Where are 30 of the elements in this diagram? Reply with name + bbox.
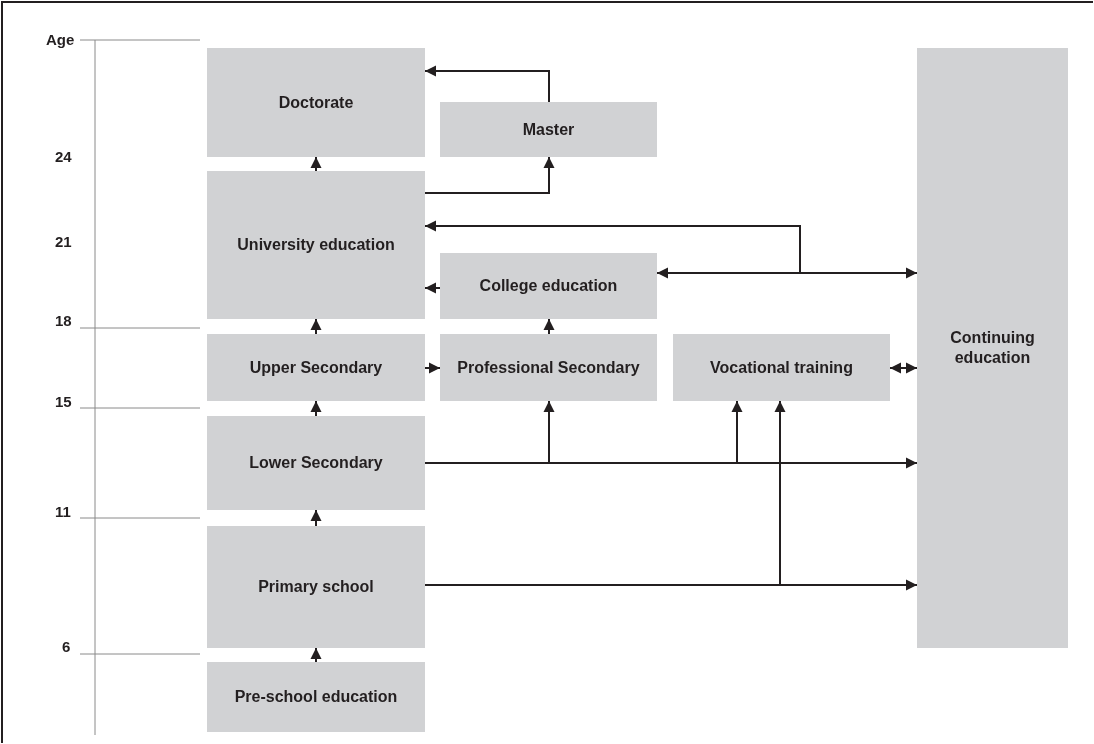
arrow — [424, 400, 743, 464]
arrow — [310, 509, 322, 527]
education-stage-box: Continuing education — [917, 48, 1068, 648]
education-stage-box: Master — [440, 102, 657, 157]
arrow — [310, 647, 322, 663]
education-stage-box: University education — [207, 171, 425, 319]
arrow — [889, 362, 918, 374]
education-stage-box: Vocational training — [673, 334, 890, 401]
education-stage-box: College education — [440, 253, 657, 319]
age-label: 24 — [55, 148, 72, 165]
arrow — [310, 156, 322, 172]
arrow — [543, 318, 555, 335]
age-label: 18 — [55, 312, 72, 329]
age-label: 11 — [55, 503, 71, 520]
education-stage-box: Doctorate — [207, 48, 425, 157]
arrow — [424, 362, 441, 374]
arrow — [310, 400, 322, 417]
age-label: 6 — [62, 638, 71, 655]
age-label: 21 — [55, 233, 72, 250]
arrow — [310, 318, 322, 335]
age-label: 15 — [55, 393, 72, 410]
axis-title: Age — [46, 31, 75, 48]
education-stage-box: Lower Secondary — [207, 416, 425, 510]
education-stage-box: Professional Secondary — [440, 334, 657, 401]
education-stage-box: Upper Secondary — [207, 334, 425, 401]
education-stage-box: Primary school — [207, 526, 425, 648]
arrow — [424, 65, 550, 103]
arrow — [424, 282, 441, 294]
arrow — [424, 156, 555, 194]
education-stage-box: Pre-school education — [207, 662, 425, 732]
